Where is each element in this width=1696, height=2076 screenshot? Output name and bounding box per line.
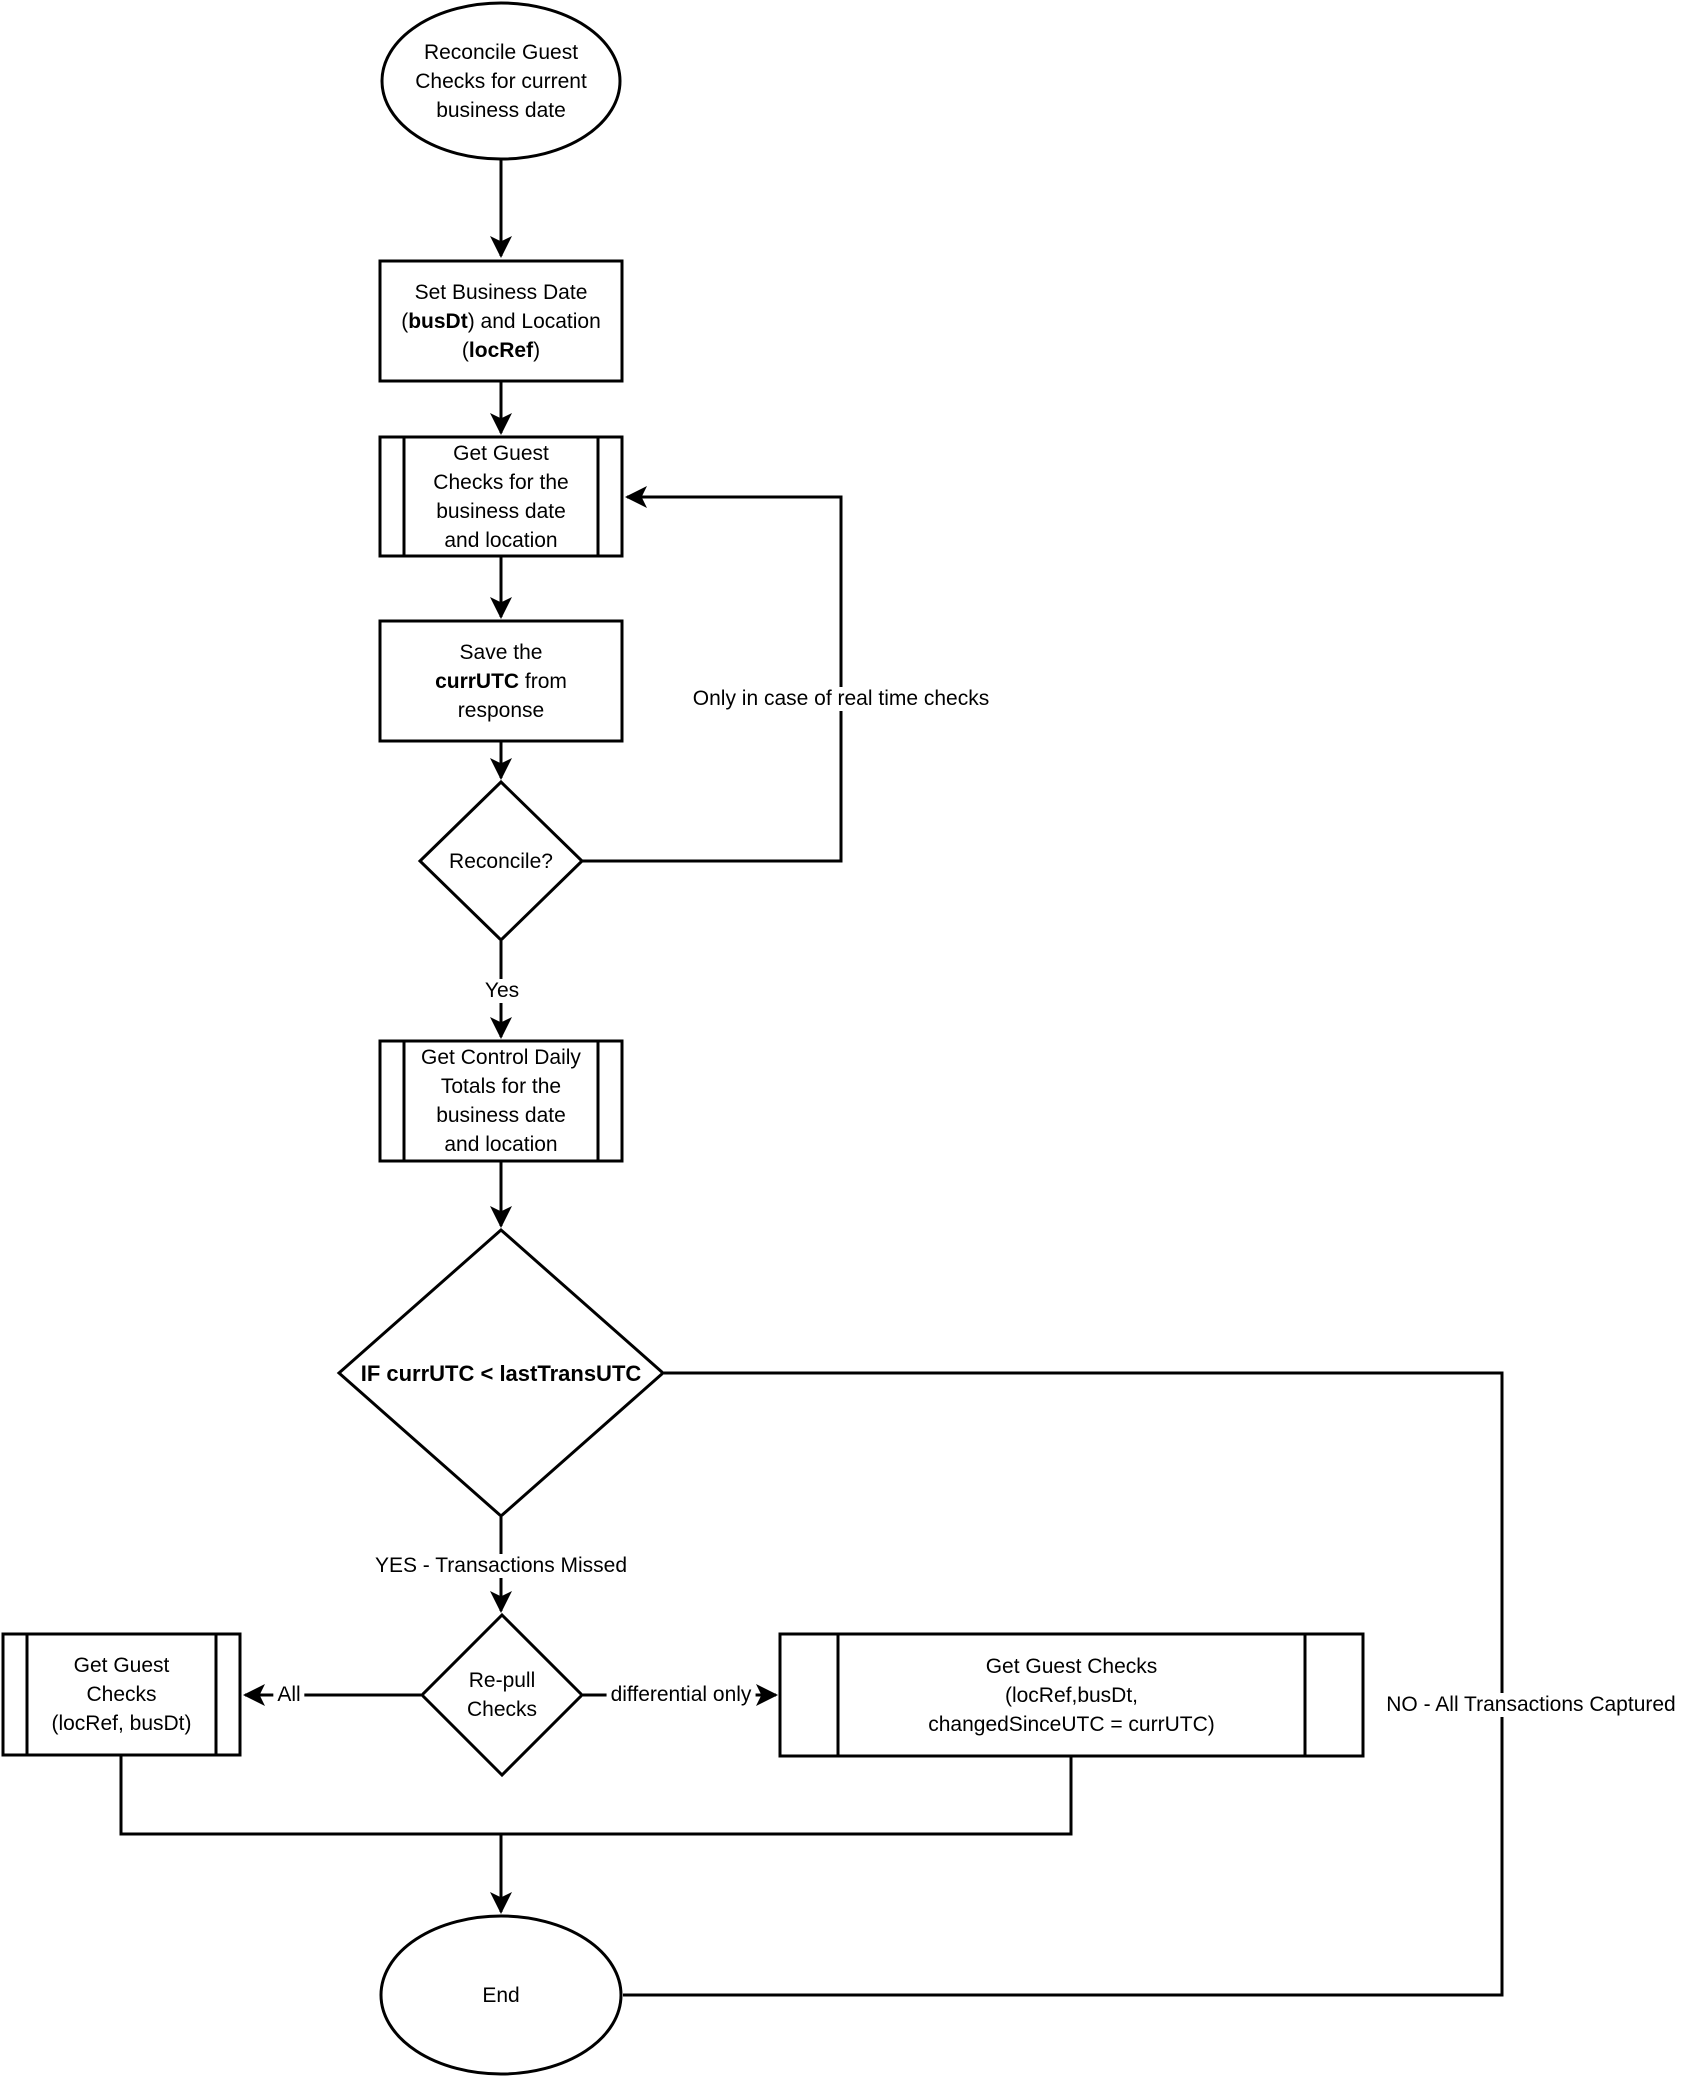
- node-if-currutc-shape: [336, 1227, 666, 1519]
- node-save-currutc-shape: [378, 619, 624, 743]
- node-set-business-date-shape: [378, 259, 624, 383]
- edge-reconcile-loop-to-get-guest-checks: [582, 486, 843, 863]
- node-reconcile-shape: [417, 779, 585, 943]
- node-end-shape: [379, 1914, 623, 2076]
- edge-label-no-all-transactions-captured: NO - All Transactions Captured: [1382, 1693, 1680, 1717]
- node-get-guest-checks-all-bars: [25, 1634, 218, 1755]
- node-get-control-daily-totals-bars: [402, 1041, 600, 1161]
- node-start-shape: [380, 1, 622, 161]
- node-get-guest-checks-bars: [402, 437, 600, 556]
- edge-label-differential-only: differential only: [606, 1683, 756, 1707]
- node-repull-checks-shape: [419, 1612, 585, 1778]
- edge-label-yes-transactions-missed: YES - Transactions Missed: [370, 1554, 632, 1578]
- node-get-guest-checks-differential-shape: [778, 1632, 1365, 1758]
- node-get-guest-checks-differential-bars: [836, 1634, 1307, 1756]
- node-get-guest-checks-all-shape: [1, 1632, 242, 1757]
- edge-if-currutc-no-to-end: [623, 1371, 1504, 1997]
- edge-branches-join-line: [119, 1756, 1073, 1836]
- edge-label-loop: Only in case of real time checks: [688, 687, 994, 711]
- edge-label-yes: Yes: [480, 979, 524, 1003]
- node-get-guest-checks-shape: [378, 435, 624, 558]
- node-get-control-daily-totals-shape: [378, 1039, 624, 1163]
- edge-label-all: All: [273, 1683, 305, 1707]
